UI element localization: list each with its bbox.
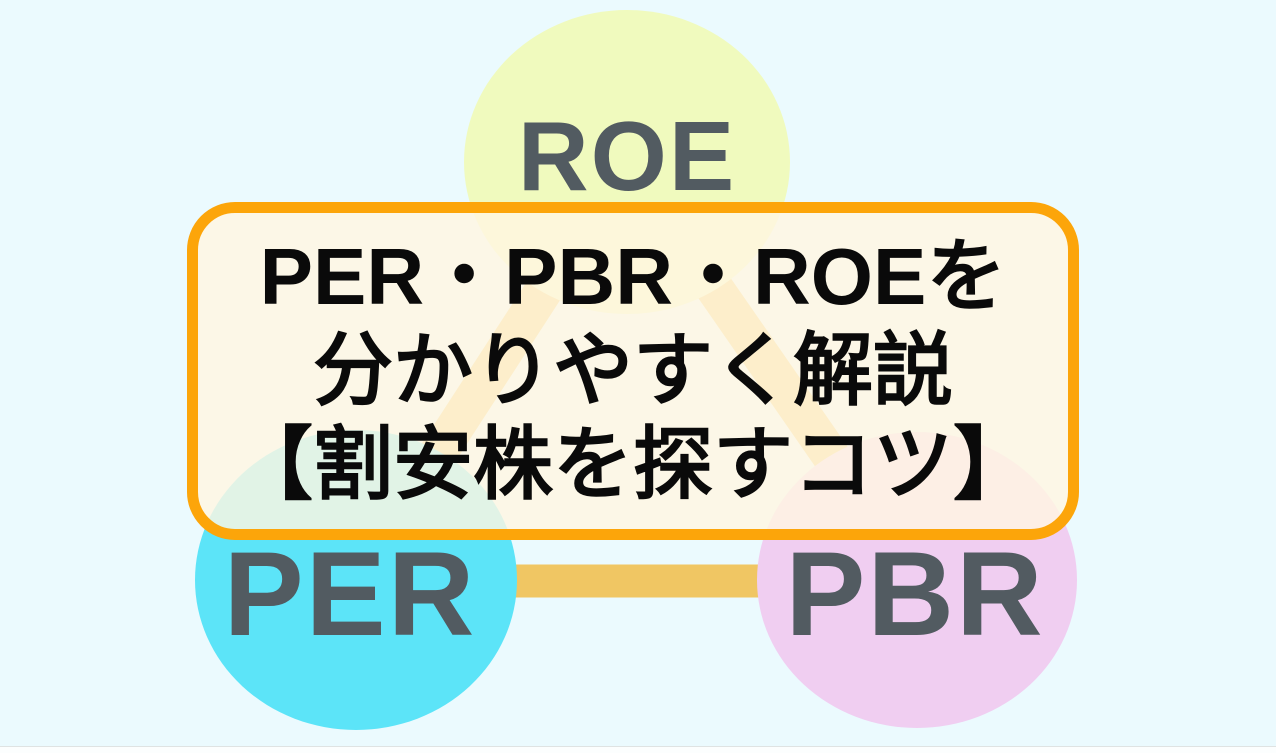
pbr-label: PBR xyxy=(785,527,1045,661)
title-line-1: PER・PBR・ROEを xyxy=(259,232,1007,321)
title-line-2: 分かりやすく解説 xyxy=(313,326,953,415)
per-label: PER xyxy=(223,527,477,661)
bottom-edge-strip xyxy=(0,746,1276,753)
title-line-3: 【割安株を探すコツ】 xyxy=(233,420,1033,509)
roe-label: ROE xyxy=(517,101,737,211)
title-panel: PER・PBR・ROEを 分かりやすく解説 【割安株を探すコツ】 xyxy=(187,202,1079,540)
